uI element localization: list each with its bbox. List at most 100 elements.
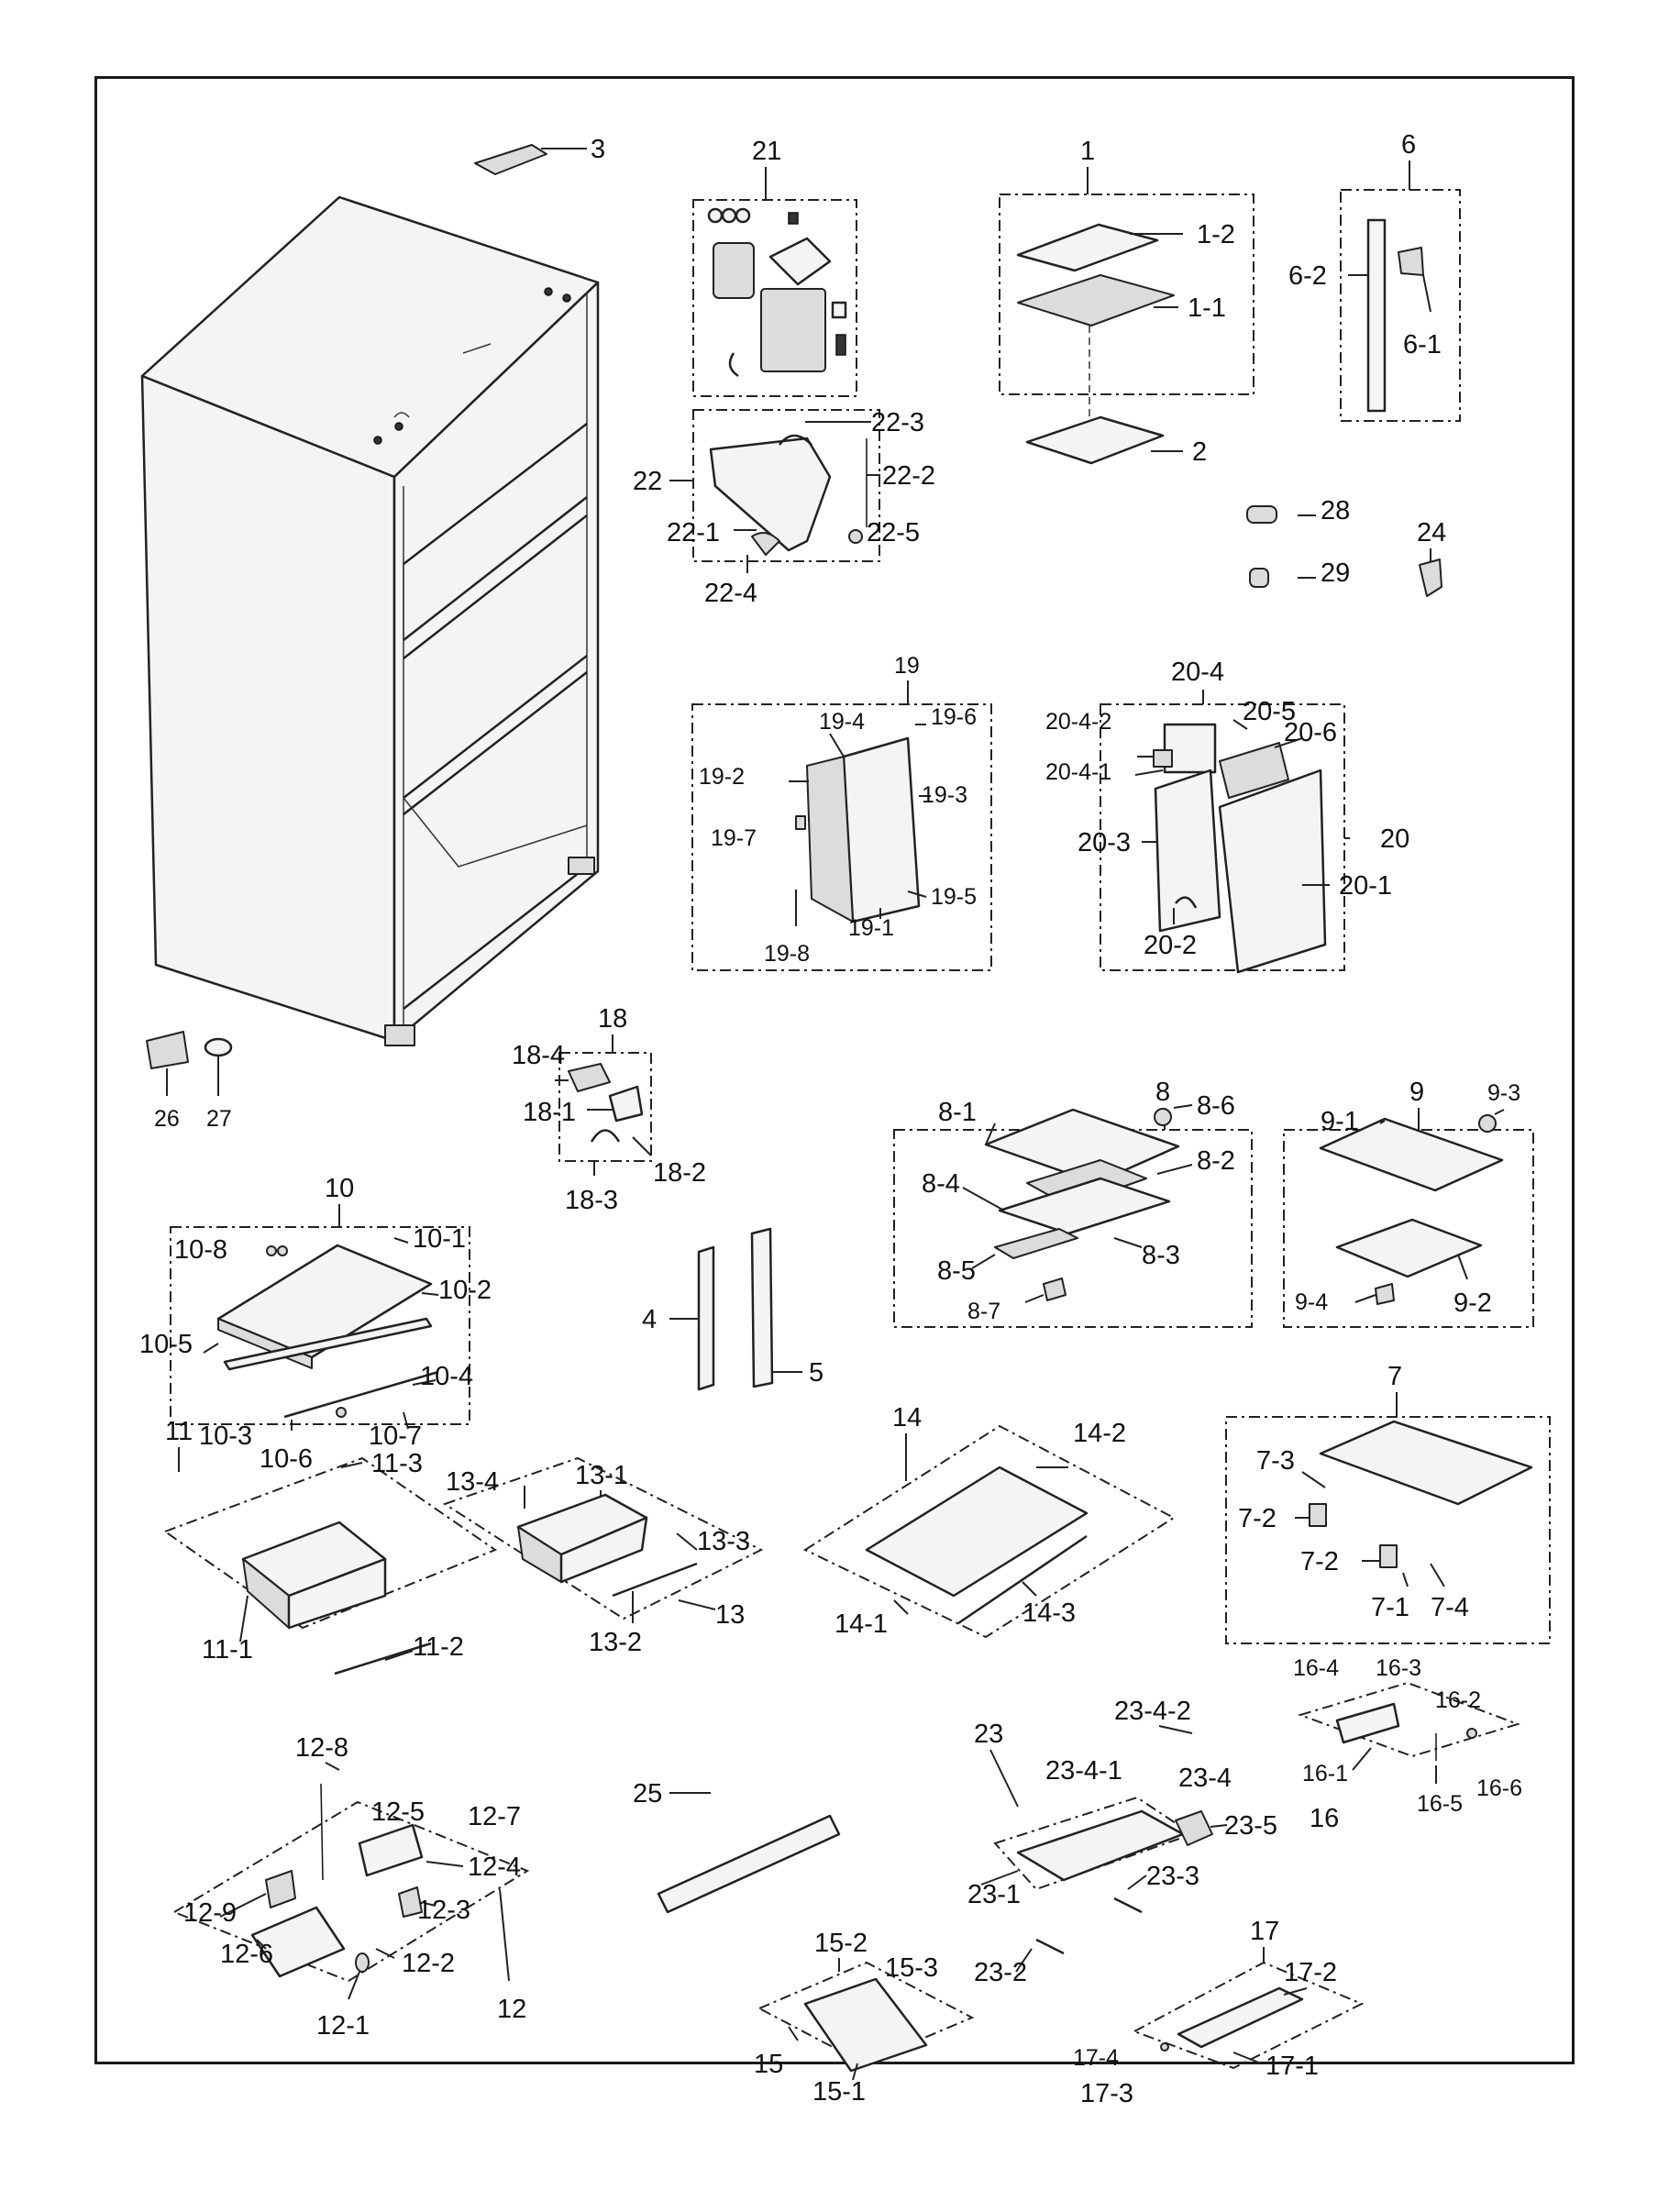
label-10-5: 10-5 [139, 1330, 193, 1359]
label-11-1: 11-1 [202, 1635, 253, 1665]
label-12-5: 12-5 [371, 1797, 425, 1827]
label-23-3: 23-3 [1146, 1862, 1199, 1891]
label-8-6: 8-6 [1197, 1091, 1235, 1121]
label-17-4: 17-4 [1073, 2045, 1119, 2071]
part-15-drawer-rail: 15-2 15-3 15 15-1 [754, 1929, 975, 2107]
label-9-1: 9-1 [1321, 1107, 1359, 1136]
label-29: 29 [1321, 559, 1350, 588]
label-16-1: 16-1 [1302, 1761, 1348, 1786]
label-21: 21 [752, 137, 781, 166]
part-18-sensor-assembly: 18 18-4 18-1 18-2 18-3 [512, 1004, 706, 1215]
refrigerator-cabinet [140, 195, 600, 1046]
part-6-hinge-assembly: 6 6-2 6-1 [1288, 130, 1461, 422]
label-14: 14 [892, 1403, 922, 1432]
label-19-7: 19-7 [711, 825, 757, 851]
part-10-drawer-assembly: 10 10-1 10-8 10-2 10-5 10-4 10-6 10-3 10… [139, 1174, 492, 1474]
label-2: 2 [1192, 437, 1207, 467]
label-13: 13 [715, 1600, 745, 1630]
label-22-3: 22-3 [871, 408, 924, 437]
label-14-3: 14-3 [1022, 1598, 1076, 1628]
label-12-3: 12-3 [417, 1896, 470, 1925]
label-23: 23 [974, 1720, 1003, 1749]
label-12-1: 12-1 [316, 2011, 370, 2041]
label-3: 3 [591, 135, 605, 164]
label-20-4: 20-4 [1171, 658, 1224, 687]
label-17-3: 17-3 [1080, 2079, 1133, 2108]
label-19-1: 19-1 [848, 915, 894, 941]
label-10: 10 [325, 1174, 354, 1203]
label-16-4: 16-4 [1293, 1655, 1339, 1681]
label-16-3: 16-3 [1376, 1655, 1421, 1681]
label-19-3: 19-3 [922, 782, 967, 808]
label-19: 19 [894, 653, 920, 679]
label-19-5: 19-5 [931, 884, 977, 910]
label-18-4: 18-4 [512, 1041, 565, 1070]
label-20-4-2: 20-4-2 [1045, 709, 1111, 735]
label-1: 1 [1080, 137, 1095, 166]
label-19-4: 19-4 [819, 709, 865, 735]
label-18: 18 [598, 1004, 627, 1034]
label-19-6: 19-6 [931, 704, 977, 730]
label-10-3: 10-3 [199, 1421, 252, 1451]
label-12-9: 12-9 [183, 1898, 237, 1928]
label-20-2: 20-2 [1144, 931, 1197, 960]
label-20-3: 20-3 [1078, 828, 1131, 857]
label-13-3: 13-3 [697, 1527, 750, 1556]
label-8-7: 8-7 [967, 1299, 1000, 1324]
part-1-control-panel: 1 1-2 1-1 2 [999, 137, 1254, 467]
part-16-dispenser-cover: 16-4 16-3 16-2 16-1 16-5 16-6 16 [1293, 1655, 1522, 1833]
label-7-2-a: 7-2 [1238, 1504, 1277, 1533]
label-6-2: 6-2 [1288, 261, 1327, 291]
label-12: 12 [497, 1995, 526, 2024]
part-14-cover-assembly: 14 14-2 14-1 14-3 [802, 1403, 1176, 1639]
label-8: 8 [1155, 1078, 1170, 1107]
label-18-3: 18-3 [565, 1186, 618, 1215]
label-6: 6 [1401, 130, 1416, 160]
label-7-3: 7-3 [1256, 1446, 1295, 1476]
label-22-1: 22-1 [667, 518, 720, 547]
label-20-5: 20-5 [1243, 697, 1296, 726]
label-10-6: 10-6 [260, 1444, 313, 1474]
label-8-2: 8-2 [1197, 1146, 1235, 1176]
label-19-2: 19-2 [699, 764, 745, 790]
label-8-5: 8-5 [937, 1256, 976, 1286]
label-11-3: 11-3 [371, 1449, 423, 1478]
part-19-evaporator-cover: 19 19-4 19-6 19-2 19-3 19-7 19-5 19-1 19… [691, 653, 992, 971]
label-9-4: 9-4 [1295, 1289, 1328, 1315]
part-13-drawer: 13-1 13-4 13-3 13-2 13 [442, 1456, 764, 1657]
label-27: 27 [206, 1106, 232, 1132]
label-1-1: 1-1 [1188, 293, 1226, 323]
part-21-ice-maker-assembly: 21 [692, 137, 857, 397]
label-17: 17 [1250, 1917, 1279, 1946]
label-24: 24 [1417, 518, 1446, 547]
label-22-5: 22-5 [867, 518, 920, 547]
part-12-control-assembly: 12-8 12-5 12-7 12-4 12-9 12-3 12-6 12-2 … [171, 1733, 530, 2041]
label-10-4: 10-4 [420, 1362, 473, 1391]
label-18-2: 18-2 [653, 1158, 706, 1188]
label-10-8: 10-8 [174, 1235, 227, 1265]
label-6-1: 6-1 [1403, 330, 1442, 359]
label-17-2: 17-2 [1284, 1958, 1337, 1987]
label-23-1: 23-1 [967, 1880, 1021, 1909]
part-20-fan-duct-assembly: 20-4 20-4-2 20-4-1 20-5 20-6 20-3 20 20-… [1045, 658, 1409, 974]
label-23-4: 23-4 [1178, 1764, 1232, 1793]
part-11-drawer: 11 11-3 11-1 11-2 [162, 1417, 498, 1676]
label-15-3: 15-3 [885, 1953, 938, 1983]
label-14-2: 14-2 [1073, 1419, 1126, 1448]
label-8-4: 8-4 [922, 1169, 960, 1199]
label-16-2: 16-2 [1435, 1687, 1481, 1713]
label-23-4-1: 23-4-1 [1045, 1756, 1122, 1786]
label-12-2: 12-2 [402, 1949, 455, 1978]
label-22: 22 [633, 467, 662, 496]
label-28: 28 [1321, 496, 1350, 525]
label-13-2: 13-2 [589, 1628, 642, 1657]
label-12-8: 12-8 [295, 1733, 348, 1763]
label-11-2: 11-2 [413, 1632, 464, 1662]
label-18-1: 18-1 [523, 1098, 576, 1127]
label-9-3: 9-3 [1487, 1080, 1520, 1106]
label-7-1: 7-1 [1371, 1593, 1409, 1622]
label-23-2: 23-2 [974, 1958, 1027, 1987]
label-9-2: 9-2 [1453, 1289, 1492, 1318]
label-12-6: 12-6 [220, 1940, 273, 1969]
